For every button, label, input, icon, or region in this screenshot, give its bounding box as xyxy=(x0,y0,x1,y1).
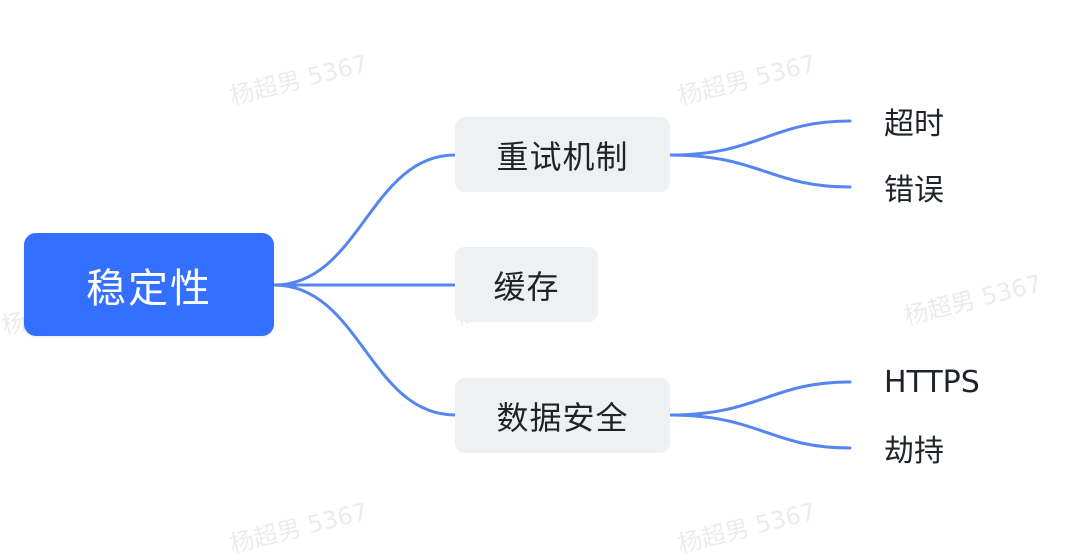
connector-retry-to-timeout xyxy=(668,119,852,157)
leaf-node-timeout[interactable]: 超时 xyxy=(884,99,944,143)
leaf-node-label: 错误 xyxy=(884,173,944,208)
branch-node-label: 重试机制 xyxy=(496,137,629,176)
root-node[interactable]: 稳定性 xyxy=(24,233,274,336)
connector-root-to-retry xyxy=(272,153,457,287)
leaf-node-https[interactable]: HTTPS xyxy=(884,360,980,404)
root-node-label: 稳定性 xyxy=(86,265,212,312)
branch-node-label: 数据安全 xyxy=(496,398,629,437)
branch-node-cache[interactable]: 缓存 xyxy=(455,247,598,322)
leaf-node-label: HTTPS xyxy=(884,364,980,400)
connector-root-to-security xyxy=(272,283,457,417)
branch-node-label: 缓存 xyxy=(493,267,560,306)
branch-node-security[interactable]: 数据安全 xyxy=(455,378,670,453)
branch-node-retry[interactable]: 重试机制 xyxy=(455,117,670,192)
connector-retry-to-error xyxy=(668,153,852,189)
leaf-node-label: 劫持 xyxy=(884,434,944,469)
leaf-node-error[interactable]: 错误 xyxy=(884,165,944,209)
leaf-node-hijack[interactable]: 劫持 xyxy=(884,426,944,470)
connector-security-to-hijack xyxy=(668,413,852,450)
connector-lines xyxy=(272,119,852,450)
mindmap-canvas: 杨超男 5367 杨超男 5367 杨超男 5367 杨超男 5367 杨超男 … xyxy=(0,49,1045,558)
connector-security-to-https xyxy=(668,380,852,417)
leaf-node-label: 超时 xyxy=(884,107,944,142)
